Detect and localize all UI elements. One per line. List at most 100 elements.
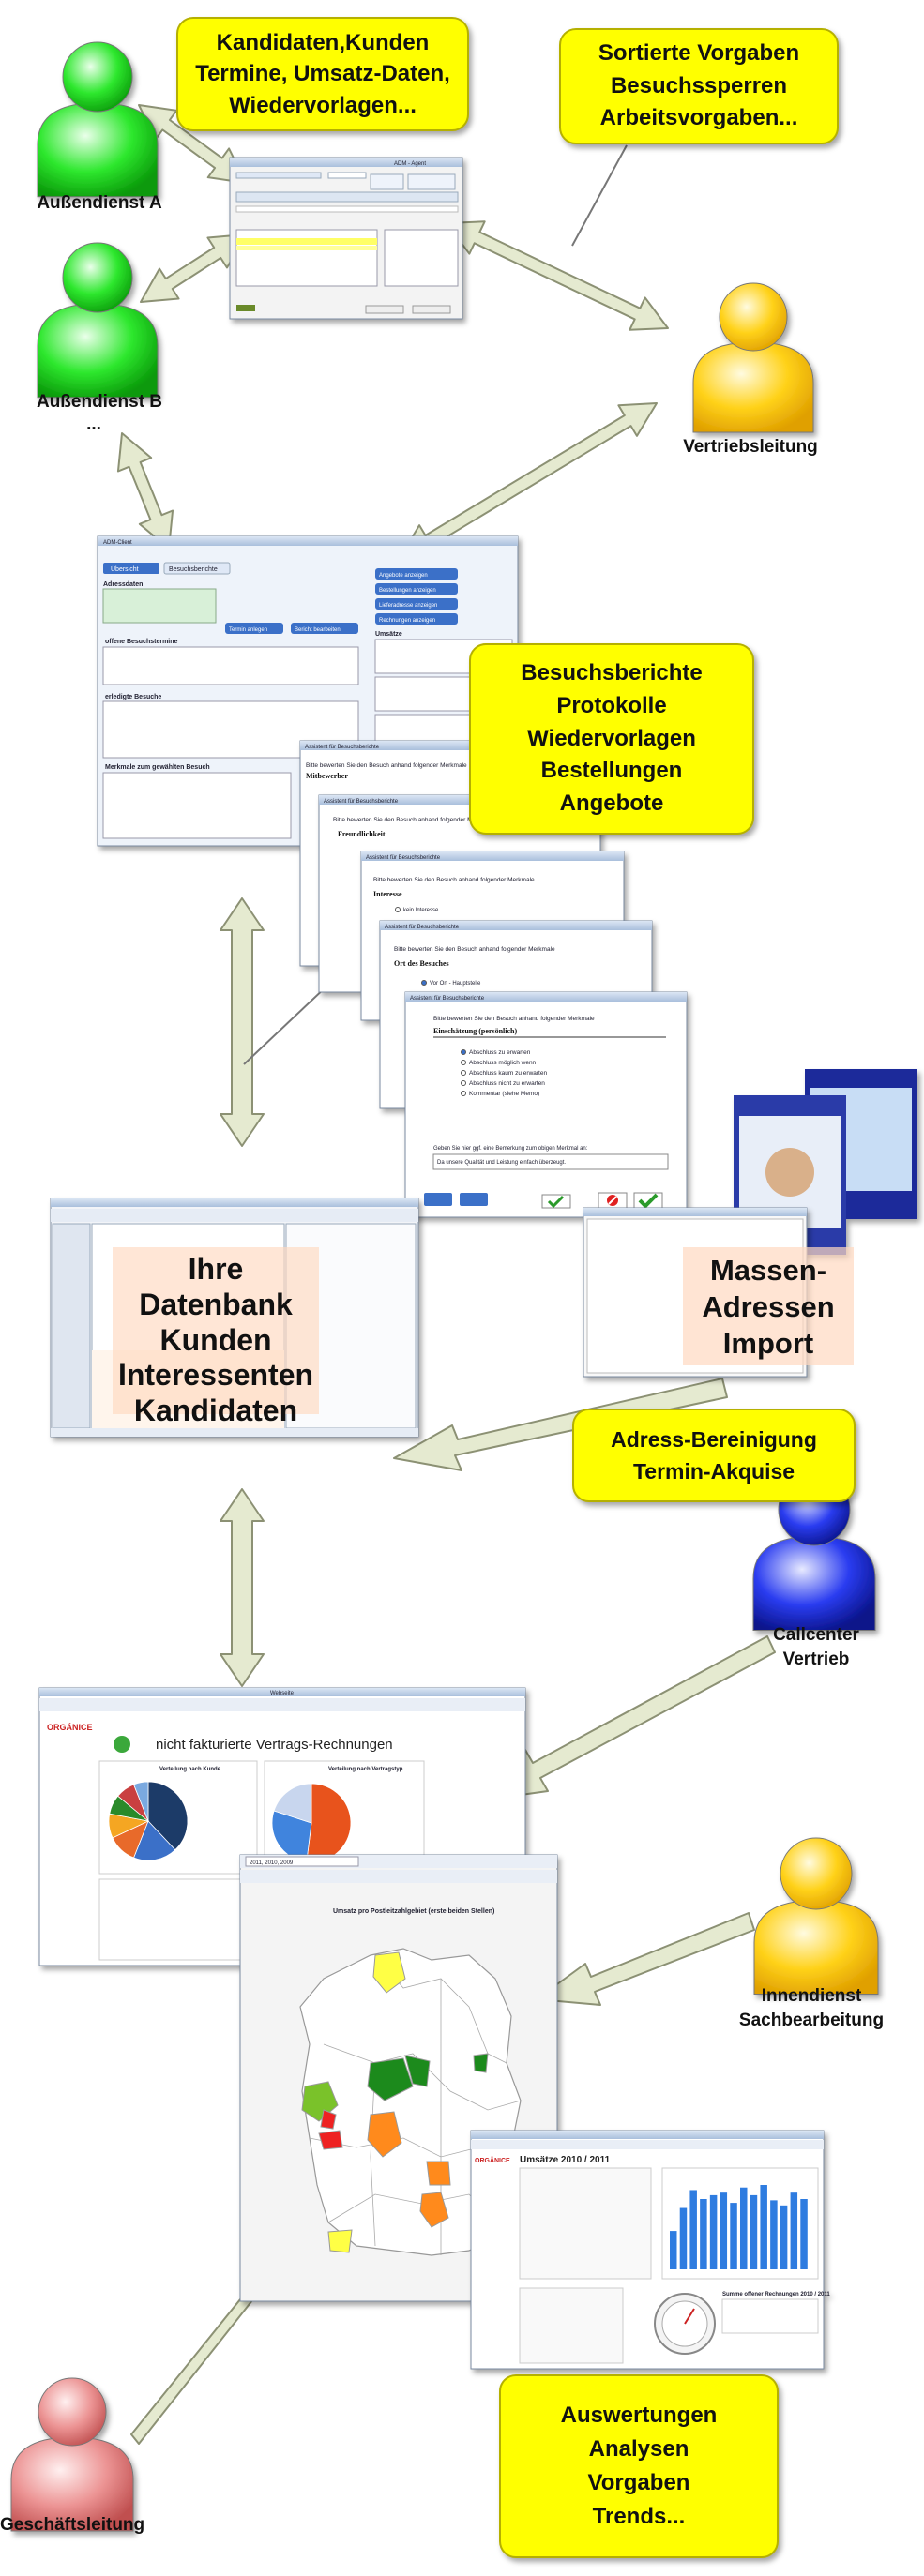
besuchsbericht-wizard-stack: Assistent für Besuchsberichte Bitte bewe… [299,740,688,1218]
callout-kandidaten-line-3: Wiedervorlagen... [229,92,417,118]
callout-adress-line-1: Adress-Bereinigung [611,1426,817,1452]
callout-sortierte: Sortierte Vorgaben Besuchssperren Arbeit… [559,28,839,144]
arrow-database-webseite [220,1488,265,1687]
wizard-5-title: Assistent für Besuchsberichte [410,996,485,1002]
callout-auswertungen-line-2: Analysen [588,2436,689,2462]
adm-client-tab2: Besuchsberichte [169,566,218,573]
adm-client-features-header: Merkmale zum gewählten Besuch [105,764,210,771]
callout-besuchsberichte-line-1: Besuchsberichte [521,660,703,685]
database-overlay-line-4: Interessenten [117,1358,314,1393]
adm-client-done-visits: erledigte Besuche [105,694,161,700]
wizard-5-comment: Da unsere Qualität und Leistung einfach … [437,1160,566,1166]
import-overlay-line-2: Adressen [702,1289,835,1323]
flow-arrows [116,104,776,2445]
label-innendienst-2: Sachbearbeitung [738,2011,885,2030]
pie2-title: Verteilung nach Vertragstyp [328,1767,403,1772]
callout-sortierte-line-1: Sortierte Vorgaben [598,39,800,66]
umsatz-bar-chart [670,2185,808,2269]
wizard-4-title: Assistent für Besuchsberichte [385,925,460,930]
callout-sortierte-line-2: Besuchssperren [610,72,788,98]
wizard-5-option-4: Abschluss nicht zu erwarten [469,1080,545,1087]
callout-adress-line-2: Termin-Akquise [632,1459,795,1484]
wizard-2-title: Assistent für Besuchsberichte [324,799,399,805]
callout-kandidaten: Kandidaten,Kunden Termine, Umsatz-Daten,… [176,17,469,131]
callout-adress: Adress-Bereinigung Termin-Akquise [572,1409,856,1502]
callout-besuchsberichte-line-2: Protokolle [556,692,667,718]
adm-client-umsatz: Umsätze [375,631,402,638]
wizard-5-option-5: Kommentar (siehe Memo) [469,1091,539,1097]
label-innendienst: Innendienst [761,1986,862,2006]
side-button-bestellungen: Bestellungen anzeigen [379,588,436,594]
adm-client-edit-button: Bericht bearbeiten [295,627,341,633]
umsatz-bar-1 [670,2231,677,2269]
wizard-3-prompt: Bitte bewerten Sie den Besuch anhand fol… [373,877,535,883]
import-overlay-line-3: Import [722,1326,814,1360]
database-overlay-line-2: Datenbank [139,1287,293,1321]
callout-kandidaten-line-1: Kandidaten,Kunden [216,29,430,55]
wizard-5-prompt: Bitte bewerten Sie den Besuch anhand fol… [433,1016,595,1022]
import-highlight [683,1247,854,1365]
side-button-lieferadresse: Lieferadresse anzeigen [379,603,437,609]
wizard-4-prompt: Bitte bewerten Sie den Besuch anhand fol… [394,946,555,953]
wizard-action-buttons [598,1192,663,1209]
database-overlay: Ihre Datenbank Kunden Interessenten Kand… [101,1252,330,1429]
adm-agent-window: ADM - Agent [229,157,463,320]
umsatz-bar-13 [790,2192,798,2269]
umsatz-bar-12 [780,2205,788,2269]
label-aussendienst-b-extra: ... [86,414,101,434]
umsatz-sum-title: Summe offener Rechnungen 2010 / 2011 [722,2292,830,2297]
adm-client-create-button: Termin anlegen [229,627,267,633]
database-overlay-line-3: Kunden [159,1322,272,1357]
pie-chart-kunde [108,1781,189,1861]
umsatz-bar-5 [709,2194,718,2269]
callout-auswertungen-line-4: Trends... [592,2504,686,2529]
umsatz-bar-3 [689,2190,697,2269]
umsatz-bar-11 [770,2200,778,2269]
arrow-client-database [220,897,265,1147]
person-aussendienst-a-icon [37,41,159,198]
wizard-5-options: Abschluss zu erwarten Abschluss möglich … [461,1049,547,1097]
adm-client-address-header: Adressdaten [103,581,143,588]
import-overlay-line-1: Massen- [709,1254,827,1287]
adm-client-tab1: Übersicht [111,565,139,573]
callout-besuchsberichte-line-5: Angebote [559,791,664,817]
person-aussendienst-b-icon [37,242,159,399]
umsatz-window: ORGÄNICE Umsätze 2010 / 2011 Summe offen… [470,2130,830,2370]
arrow-innendienst-map [536,1912,755,2006]
map-title: Umsatz pro Postleitzahlgebiet (erste bei… [333,1908,494,1915]
wizard-2-heading: Freundlichkeit [338,830,386,838]
germany-map [299,1948,526,2256]
person-geschaeftsleitung-icon [10,2377,134,2532]
callout-auswertungen-line-1: Auswertungen [560,2403,718,2428]
label-callcenter-2: Vertrieb [782,1650,850,1669]
import-overlay: Massen- Adressen Import [677,1253,859,1362]
map-range: 2011, 2010, 2009 [250,1860,294,1866]
label-geschaeftsleitung: Geschäftsleitung [0,2515,145,2535]
wizard-3-option: kein Interesse [403,908,439,913]
svg-text:ORGÄNICE: ORGÄNICE [475,2157,510,2164]
database-overlay-line-5: Kandidaten [133,1393,298,1427]
label-vertriebsleitung: Vertriebsleitung [683,437,818,457]
callout-auswertungen-line-3: Vorgaben [587,2470,690,2495]
wizard-2-prompt: Bitte bewerten Sie den Besuch anhand fol… [333,817,494,823]
umsatz-bar-8 [740,2187,748,2269]
adm-client-side-buttons: Angebote anzeigen Bestellungen anzeigen … [375,568,458,625]
umsatz-bar-4 [700,2199,707,2269]
adm-client-open-visits: offene Besuchstermine [105,639,178,645]
side-button-rechnungen: Rechnungen anzeigen [379,618,435,624]
arrow-aussendienst-b-client [116,432,174,550]
wizard-1-heading: Mitbewerber [306,772,348,780]
pie1-slice-2 [133,1820,176,1861]
pie1-slice-1 [147,1781,189,1851]
label-callcenter: Callcenter [773,1625,859,1645]
callout-auswertungen: Auswertungen Analysen Vorgaben Trends... [499,2374,779,2558]
wizard-1-title: Assistent für Besuchsberichte [305,745,380,750]
pie1-title: Verteilung nach Kunde [159,1767,221,1772]
database-overlay-line-1: Ihre [188,1252,244,1286]
arrow-import-database [393,1378,728,1471]
wizard-4-heading: Ort des Besuches [394,959,449,968]
umsatz-bar-7 [730,2203,737,2269]
pie1-slice-7 [133,1781,149,1822]
webseite-title: Webseite [270,1691,295,1696]
